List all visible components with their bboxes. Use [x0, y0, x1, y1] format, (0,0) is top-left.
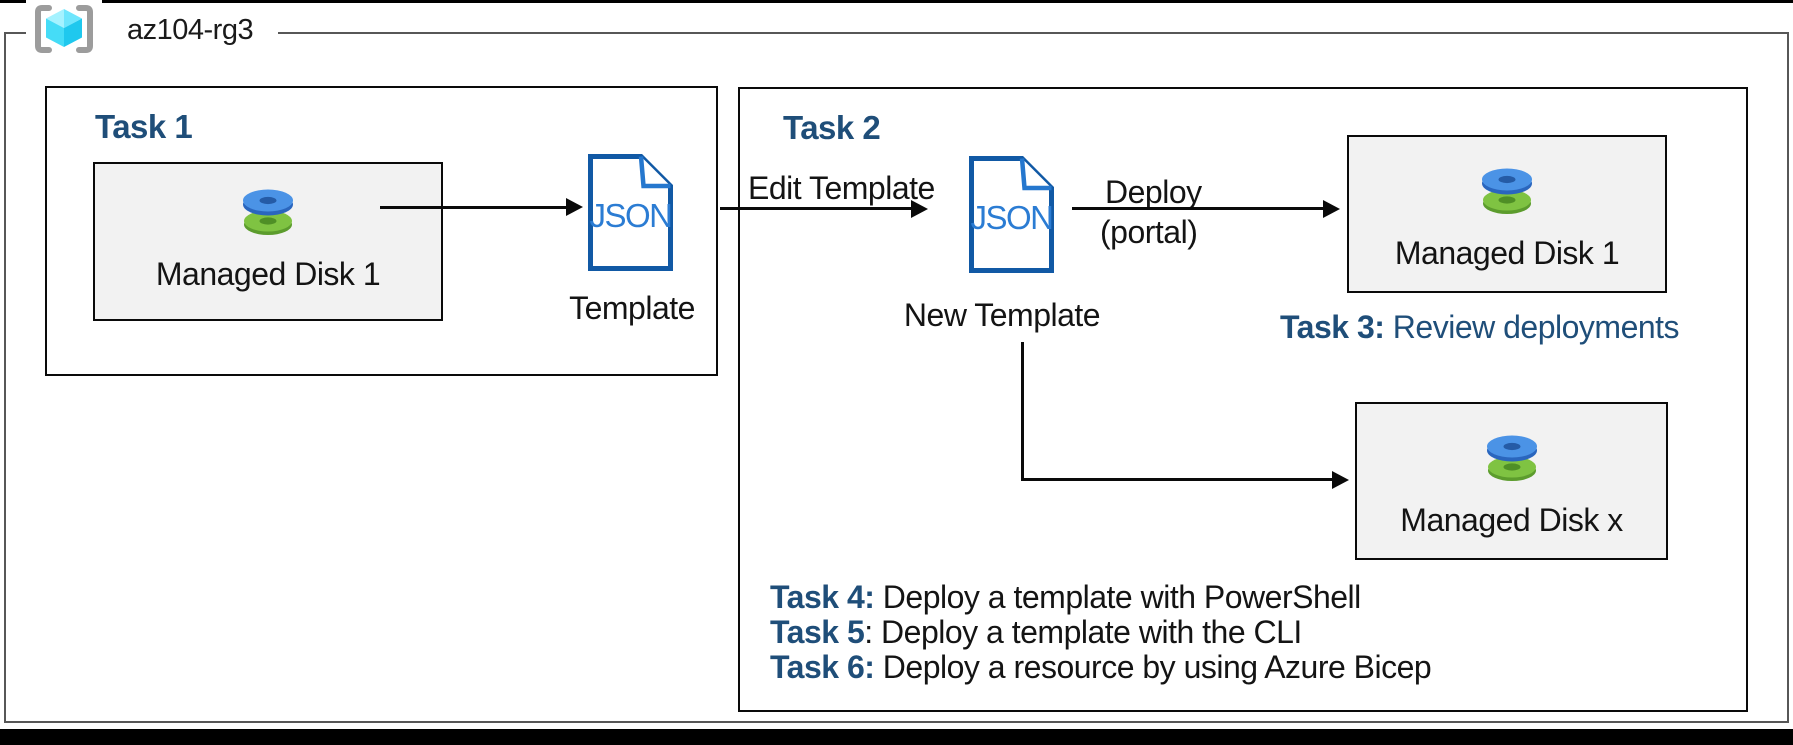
managed-disk-1-deployed-label: Managed Disk 1 — [1394, 235, 1620, 271]
managed-disk-1-label: Managed Disk 1 — [155, 256, 381, 292]
edit-template-label: Edit Template — [748, 170, 935, 206]
resource-group-icon — [26, 0, 102, 58]
managed-disk-1-box: Managed Disk 1 — [93, 162, 443, 321]
arrow-edit-template-head — [911, 200, 928, 218]
disk-icon — [1486, 435, 1537, 481]
task4-bold: Task 4: — [770, 579, 875, 615]
task5-line: Task 5: Deploy a template with the CLI — [770, 615, 1431, 650]
task5-rest: : Deploy a template with the CLI — [864, 614, 1302, 650]
json-file-label: JSON — [589, 197, 673, 234]
task6-rest: Deploy a resource by using Azure Bicep — [874, 649, 1432, 685]
bottom-black-bar — [0, 729, 1793, 745]
task6-bold: Task 6: — [770, 649, 875, 685]
arrow-deploy-head — [1323, 200, 1340, 218]
arrow-disk-to-template-head — [566, 198, 583, 216]
task5-bold: Task 5 — [770, 614, 865, 650]
resource-group-frame — [4, 32, 1789, 723]
arrow-new-template-to-diskx-vline — [1021, 342, 1024, 481]
arrow-edit-template-line — [720, 207, 911, 210]
task4-line: Task 4: Deploy a template with PowerShel… — [770, 580, 1431, 615]
managed-disk-1-deployed-box: Managed Disk 1 — [1347, 135, 1667, 293]
task3-text: Task 3: Review deployments — [1280, 309, 1680, 345]
arrow-new-template-to-diskx-hline — [1021, 478, 1332, 481]
task2-title: Task 2 — [783, 109, 881, 146]
top-black-bar — [0, 0, 1793, 3]
disk-icon — [243, 189, 293, 235]
task3-bold: Task 3: — [1280, 309, 1385, 345]
arrow-disk-to-template-line — [380, 206, 566, 209]
arrow-deploy-line — [1072, 207, 1323, 210]
managed-disk-x-label: Managed Disk x — [1400, 502, 1623, 538]
resource-group-label: az104-rg3 — [102, 6, 278, 54]
deploy-label: Deploy — [1105, 174, 1202, 210]
task4-rest: Deploy a template with PowerShell — [874, 579, 1361, 615]
template-label: Template — [569, 290, 695, 326]
json-file-icon: JSON — [586, 153, 675, 272]
task1-title: Task 1 — [95, 108, 193, 145]
managed-disk-x-box: Managed Disk x — [1355, 402, 1668, 560]
json-file-label: JSON — [970, 199, 1054, 236]
task3-rest: Review deployments — [1384, 309, 1680, 345]
arrow-new-template-to-diskx-head — [1332, 471, 1349, 489]
new-template-label: New Template — [903, 297, 1101, 333]
deploy-portal-label: (portal) — [1100, 214, 1198, 250]
task6-line: Task 6: Deploy a resource by using Azure… — [770, 649, 1432, 685]
json-new-template-file-icon: JSON — [967, 155, 1056, 274]
task-list: Task 4: Deploy a template with PowerShel… — [770, 580, 1432, 685]
disk-icon — [1482, 168, 1532, 214]
